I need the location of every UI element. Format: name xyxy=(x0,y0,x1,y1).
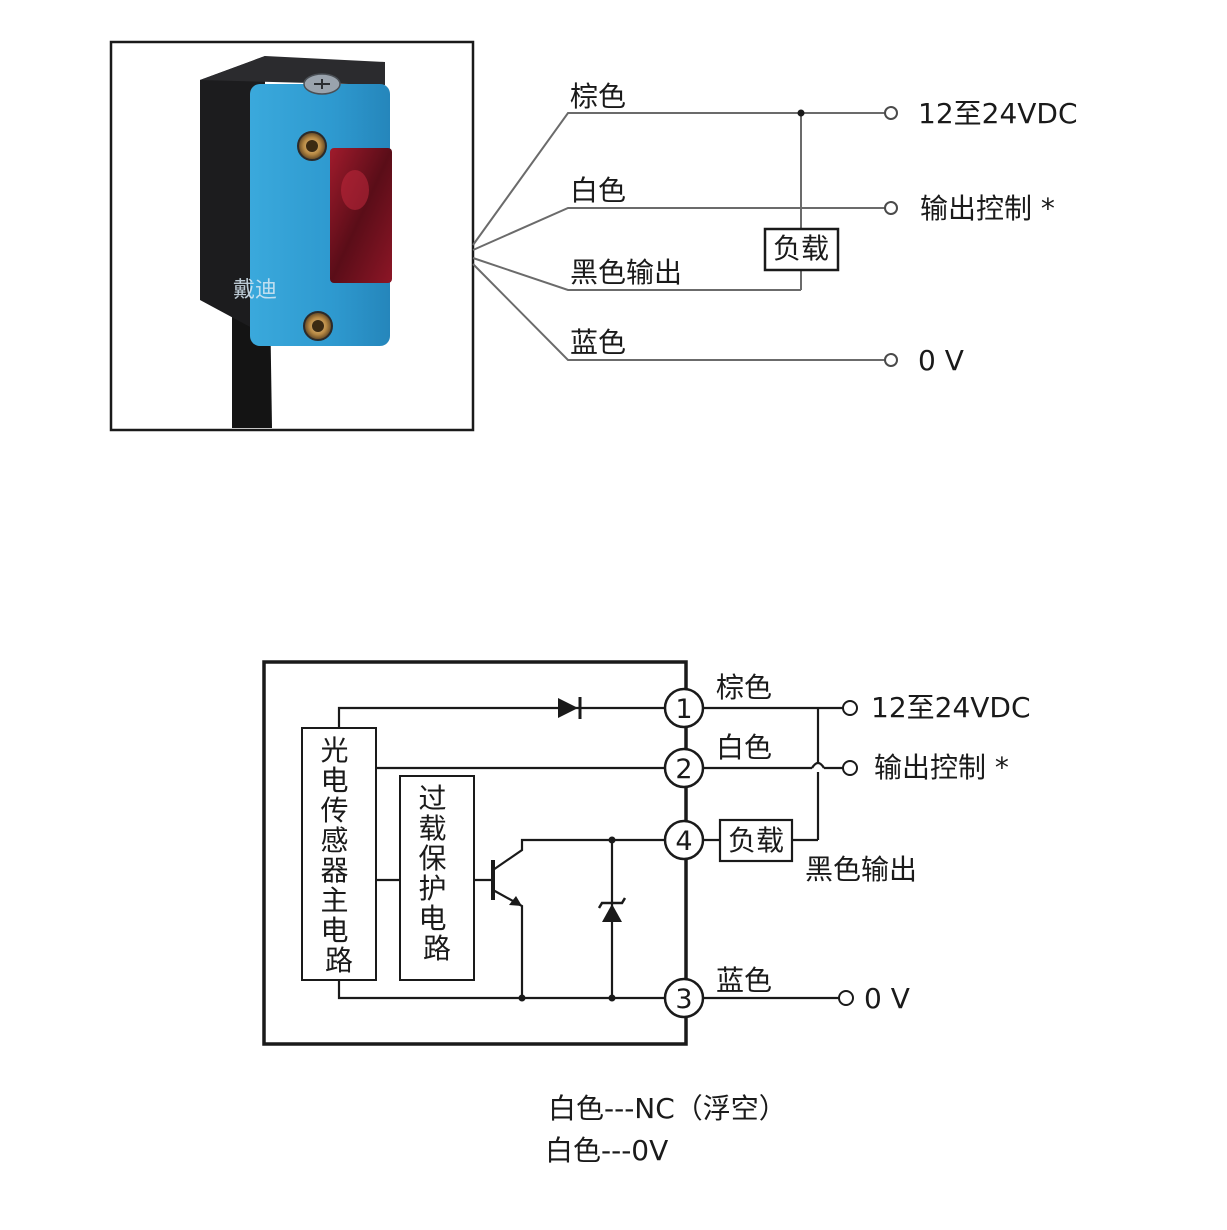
pin-2-label: 2 xyxy=(675,754,692,785)
protection-label: 过 载 保 护 电 路 xyxy=(419,782,456,965)
terminal-0v: 0 V xyxy=(918,344,964,377)
terminal-circle xyxy=(838,990,854,1006)
main-circuit-char: 感 xyxy=(321,824,349,857)
pin-1-label: 1 xyxy=(675,694,692,725)
terminal-circle xyxy=(884,201,898,215)
protection-char: 过 xyxy=(419,782,447,815)
terminal-circle xyxy=(884,106,898,120)
protection-char: 护 xyxy=(419,872,447,905)
terminal-12-24vdc: 12至24VDC xyxy=(918,97,1078,130)
watermark: 戴迪 xyxy=(233,278,277,303)
note-0v: 白色---0V xyxy=(545,1134,668,1167)
pin-3-label: 3 xyxy=(675,984,692,1015)
schematic-load-label: 负载 xyxy=(728,824,784,857)
terminal-output-control: 输出控制 * xyxy=(920,192,1055,225)
main-circuit-char: 器 xyxy=(321,854,349,887)
terminal-circle xyxy=(884,353,898,367)
zener-diode-symbol xyxy=(602,904,622,922)
main-circuit-char: 电 xyxy=(321,914,349,947)
wire-label-brown: 棕色 xyxy=(570,80,626,113)
schematic-wire-blue: 蓝色 xyxy=(716,964,772,997)
pin-1: 1 xyxy=(663,687,705,729)
protection-char: 载 xyxy=(419,812,447,845)
protection-char: 保 xyxy=(419,842,447,875)
main-circuit-label: 光 电 传 感 器 主 电 路 xyxy=(321,734,358,977)
main-circuit-char: 传 xyxy=(321,794,349,827)
protection-char: 路 xyxy=(423,932,451,965)
protection-char: 电 xyxy=(419,902,447,935)
schematic-terminal-output-control: 输出控制 * xyxy=(874,751,1009,784)
main-circuit-char: 光 xyxy=(321,734,349,767)
main-circuit-char: 路 xyxy=(325,944,353,977)
schematic-terminal-12-24vdc: 12至24VDC xyxy=(871,691,1031,724)
wire-label-white: 白色 xyxy=(570,174,626,207)
main-circuit-char: 电 xyxy=(321,764,349,797)
schematic-wire-white: 白色 xyxy=(716,731,772,764)
pin-3: 3 xyxy=(663,977,705,1019)
schematic-black-output: 黑色输出 xyxy=(805,853,917,886)
schematic: 光 电 传 感 器 主 电 路 过 载 保 护 电 路 xyxy=(262,660,1031,1046)
schematic-wire-brown: 棕色 xyxy=(716,671,772,704)
main-circuit-char: 主 xyxy=(321,884,349,917)
schematic-load-box xyxy=(718,818,794,863)
top-load-box: 负载 xyxy=(763,227,840,272)
top-wires xyxy=(472,106,898,367)
terminal-circle xyxy=(842,760,858,776)
wire-label-black-output: 黑色输出 xyxy=(570,256,682,289)
diode-symbol xyxy=(558,698,578,718)
schematic-terminal-0v: 0 V xyxy=(864,982,910,1015)
sensor-photo: 戴迪 xyxy=(109,40,475,432)
pin-4-label: 4 xyxy=(675,826,692,857)
wire-label-blue: 蓝色 xyxy=(570,326,626,359)
load-label: 负载 xyxy=(773,232,829,265)
pin-4: 4 xyxy=(663,819,705,861)
pin-2: 2 xyxy=(663,747,705,789)
note-nc-floating: 白色---NC（浮空） xyxy=(548,1092,787,1125)
terminal-circle xyxy=(842,700,858,716)
protection-circuit-box xyxy=(399,775,475,981)
